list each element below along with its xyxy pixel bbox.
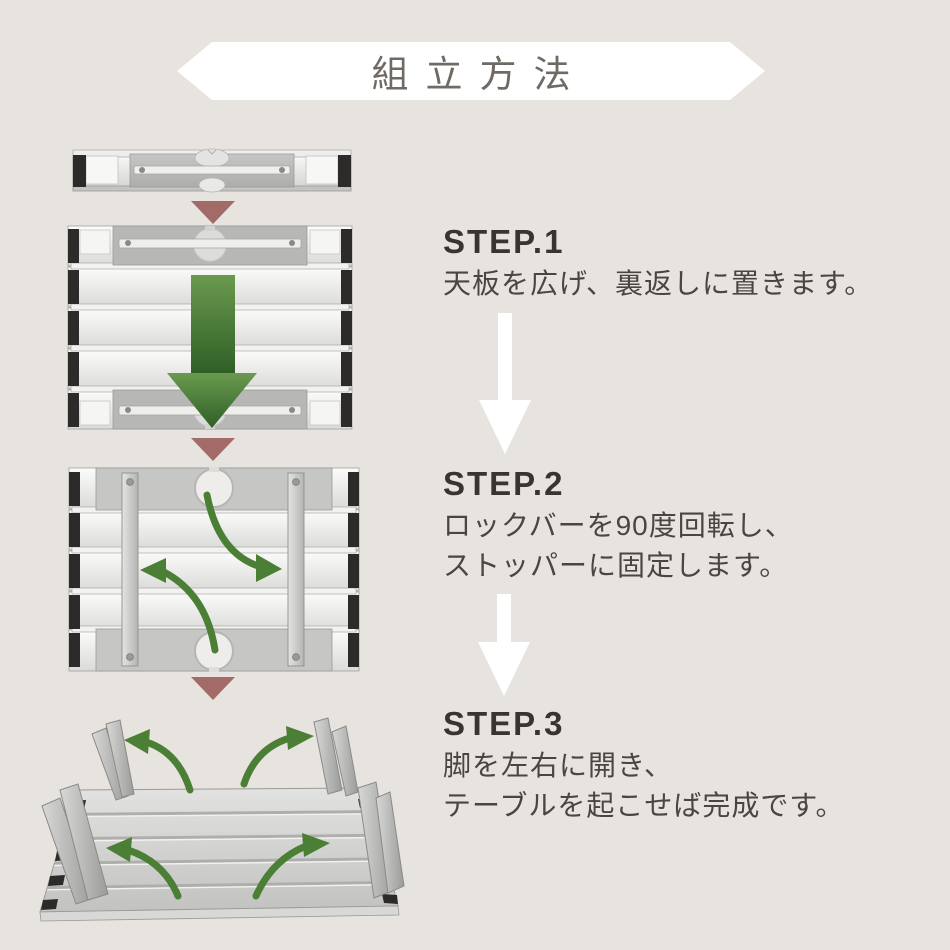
down-arrow-head [478, 642, 530, 696]
step-3-description-line-1: 脚を左右に開き、 [443, 750, 674, 781]
step-1-description: 天板を広げ、裏返しに置きます。 [443, 268, 874, 299]
down-arrow-icon [479, 313, 531, 454]
legs-open-table-image [39, 717, 405, 922]
step2-illustration [68, 467, 360, 672]
step-3-description-line-2: テーブルを起こせば完成です。 [443, 790, 845, 821]
green-open-arrows-icon [124, 734, 310, 900]
down-triangle-icon [191, 201, 235, 224]
down-arrow-shaft [498, 313, 512, 400]
down-triangle-icon [191, 438, 235, 461]
down-arrow-shaft [497, 594, 511, 642]
step-2-block: STEP.2 ロックバーを90度回転し、 ストッパーに固定します。 [443, 466, 794, 586]
folded-table-illustration [72, 148, 352, 194]
step-1-block: STEP.1 天板を広げ、裏返しに置きます。 [443, 224, 873, 304]
assembly-method-banner: 組立方法 [177, 42, 765, 100]
green-open-arrowheads [106, 726, 330, 862]
opened-table-image [67, 225, 353, 430]
down-arrow-head [479, 400, 531, 454]
down-triangle-icon [191, 677, 235, 700]
step-1-label: STEP.1 [443, 223, 565, 260]
lockbar-table-image [68, 467, 360, 672]
step1-illustration [67, 225, 353, 430]
green-rotate-arrowheads [140, 554, 282, 583]
folded-table-image [72, 148, 352, 193]
step-2-label: STEP.2 [443, 465, 565, 502]
green-down-arrow-icon [167, 275, 257, 428]
step-2-description-line-1: ロックバーを90度回転し、 [443, 510, 794, 541]
step-3-label: STEP.3 [443, 705, 565, 742]
green-rotate-arrows-icon [158, 491, 262, 654]
step-3-block: STEP.3 脚を左右に開き、 テーブルを起こせば完成です。 [443, 706, 845, 826]
banner-title: 組立方法 [371, 54, 588, 95]
step-2-description-line-2: ストッパーに固定します。 [443, 550, 789, 581]
step3-illustration [28, 706, 408, 922]
down-arrow-icon [478, 594, 530, 696]
